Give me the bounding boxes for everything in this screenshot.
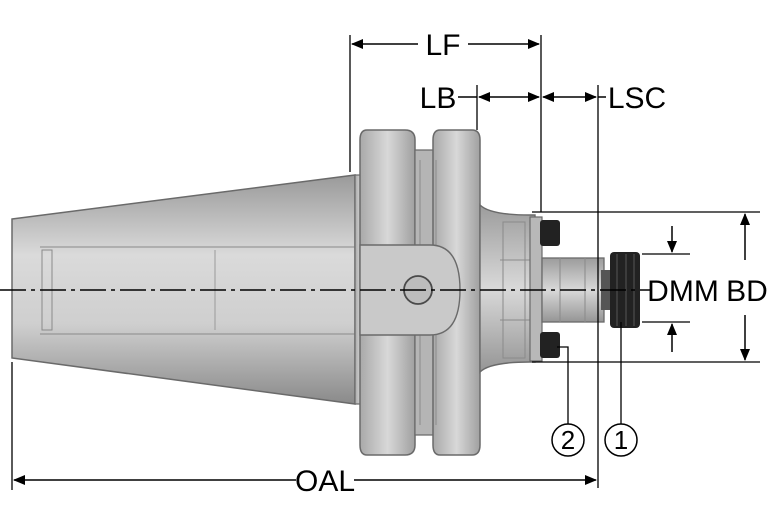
cap-screw-bottom [540, 332, 560, 358]
cap-screw-top [540, 220, 560, 246]
callout-2: 2 [551, 346, 585, 457]
lf-label: LF [425, 29, 460, 62]
lsc-label: LSC [608, 82, 666, 115]
callout-1-label: 1 [614, 425, 628, 455]
callout-2-label: 2 [561, 425, 575, 455]
extension-lines [11, 35, 760, 490]
oal-label: OAL [295, 465, 355, 498]
callout-1: 1 [604, 322, 638, 457]
nose-shoulder [529, 216, 560, 362]
dmm-label: DMM [647, 275, 719, 308]
bd-label: BD [726, 275, 767, 308]
lb-label: LB [420, 82, 457, 115]
